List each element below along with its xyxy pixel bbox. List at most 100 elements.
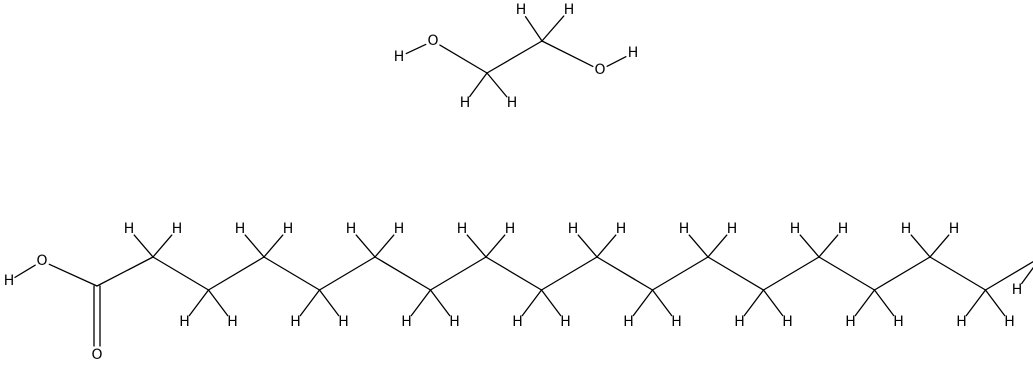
atom-h-c7-1: H <box>449 314 460 330</box>
atom-h-c10-0: H <box>568 221 579 237</box>
atom-h-c2-1: H <box>172 221 183 237</box>
bond-c11-h1 <box>653 290 672 316</box>
atom-h-c17-0: H <box>956 314 967 330</box>
atom-h-c16-1: H <box>949 221 960 237</box>
bond-c18-h0 <box>1022 257 1033 284</box>
bond-c10-h0 <box>578 235 597 257</box>
bond-chain-13-14 <box>764 257 820 290</box>
bond-c8-h0 <box>467 235 486 257</box>
bond-c2-h1 <box>153 235 172 257</box>
bond-c5-h0 <box>300 290 319 316</box>
atom-h-c9-1: H <box>560 314 571 330</box>
atom-h-c13-0: H <box>734 314 745 330</box>
bond-h_o1-o1 <box>406 44 426 53</box>
bond-c5-h1 <box>320 290 339 316</box>
bond-c1-oh <box>49 264 97 286</box>
bond-c4-h0 <box>245 235 264 257</box>
atom-h-c5-1: H <box>338 314 349 330</box>
bond-c16-h1 <box>930 235 949 257</box>
bond-chain-4-5 <box>264 257 320 290</box>
atom-h-c15-1: H <box>893 314 904 330</box>
bond-c8-h1 <box>486 235 505 257</box>
bond-chain-6-7 <box>375 257 431 290</box>
atom-h_c2b: H <box>564 2 575 18</box>
bond-o2-h_o2 <box>607 57 626 67</box>
stearic-acid-molecule: OHOHHHHHHHHHHHHHHHHHHHHHHHHHHHHHHHHHHH <box>4 216 1033 363</box>
bond-c1-h_c1b <box>487 73 507 97</box>
bond-c9-h0 <box>522 290 541 316</box>
atom-h-c12-1: H <box>727 221 738 237</box>
bond-o1-c1 <box>440 45 487 73</box>
bond-c1-h_c1a <box>470 73 487 97</box>
atom-hydroxyl-h: H <box>4 273 15 289</box>
atom-h-c3-1: H <box>227 314 238 330</box>
atom-hydroxyl-o: O <box>36 253 47 269</box>
bond-c2-h_c2b <box>542 16 564 41</box>
atom-o1: O <box>427 33 438 49</box>
atom-h-c8-1: H <box>505 221 516 237</box>
atom-h_o2: H <box>628 45 639 61</box>
atom-h-c17-1: H <box>1004 314 1015 330</box>
bond-chain-11-12 <box>653 257 709 290</box>
bond-c2-h0 <box>134 235 153 257</box>
bond-chain-17-18 <box>986 257 1033 290</box>
bond-c16-h0 <box>911 235 930 257</box>
bond-chain-15-16 <box>875 257 931 290</box>
atom-h-c2-0: H <box>124 221 135 237</box>
atom-h_c1a: H <box>460 95 471 111</box>
atom-h-c8-0: H <box>457 221 468 237</box>
bond-chain-8-9 <box>486 257 542 290</box>
bond-c14-h1 <box>819 235 838 257</box>
atom-h-c4-1: H <box>283 221 294 237</box>
bond-c15-h0 <box>855 290 874 316</box>
bond-chain-10-11 <box>597 257 653 290</box>
bond-c2-o2 <box>542 41 593 66</box>
atom-h-c11-1: H <box>671 314 682 330</box>
atom-h-c13-1: H <box>782 314 793 330</box>
atom-h-c12-0: H <box>679 221 690 237</box>
bond-chain-5-6 <box>320 257 376 290</box>
atom-h-c7-0: H <box>401 314 412 330</box>
bond-c2-h_c2a <box>525 17 542 41</box>
atom-h_c1b: H <box>507 95 518 111</box>
bond-c3-h0 <box>189 290 208 316</box>
bond-chain-16-17 <box>930 257 986 290</box>
bond-chain-3-4 <box>209 257 265 290</box>
atom-h-c15-0: H <box>845 314 856 330</box>
bond-c12-h0 <box>689 235 708 257</box>
atom-h-c6-1: H <box>394 221 405 237</box>
bond-c4-h1 <box>264 235 283 257</box>
bond-chain-14-15 <box>819 257 875 290</box>
bond-c17-h1 <box>986 290 1005 316</box>
bond-chain-9-10 <box>542 257 598 290</box>
bond-c9-h1 <box>542 290 561 316</box>
bond-c15-h1 <box>875 290 894 316</box>
atom-h-c14-1: H <box>838 221 849 237</box>
bond-chain-1-2 <box>97 257 153 286</box>
bond-c7-h1 <box>431 290 450 316</box>
atom-h-c11-0: H <box>623 314 634 330</box>
bond-c17-h0 <box>966 290 985 316</box>
bond-c1-c2 <box>487 41 542 73</box>
bond-c13-h1 <box>764 290 783 316</box>
atom-h_o1: H <box>394 49 405 65</box>
bond-chain-12-13 <box>708 257 764 290</box>
atom-h-c14-0: H <box>790 221 801 237</box>
bond-c12-h1 <box>708 235 727 257</box>
atom-h-c6-0: H <box>346 221 357 237</box>
bond-c11-h0 <box>633 290 652 316</box>
atom-h-c18-0: H <box>1012 282 1023 298</box>
bond-c13-h0 <box>744 290 763 316</box>
bond-c3-h1 <box>209 290 228 316</box>
atom-carbonyl-o: O <box>91 347 102 363</box>
atom-h-c5-0: H <box>290 314 301 330</box>
bond-c14-h0 <box>800 235 819 257</box>
bond-c10-h1 <box>597 235 616 257</box>
atom-h-c16-0: H <box>901 221 912 237</box>
atom-h-c3-0: H <box>179 314 190 330</box>
bond-chain-2-3 <box>153 257 209 290</box>
bond-chain-7-8 <box>431 257 487 290</box>
